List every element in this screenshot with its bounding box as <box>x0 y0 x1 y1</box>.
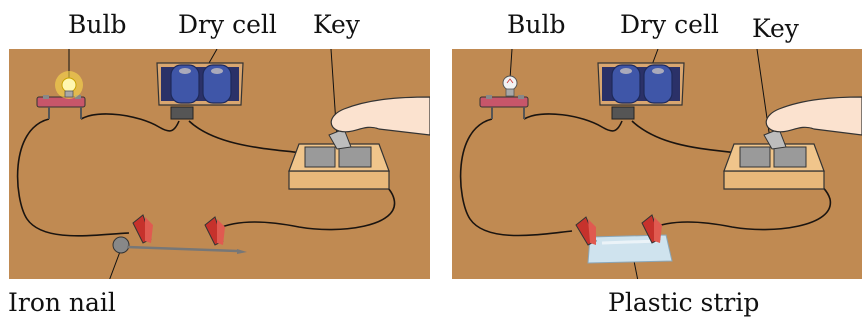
dry-cell-label-left: Dry cell <box>178 12 277 37</box>
circuit-panel-iron-nail <box>9 49 430 279</box>
plastic-strip-label: Plastic strip <box>608 290 759 315</box>
key-label-left: Key <box>313 12 360 37</box>
iron-nail-label: Iron nail <box>8 290 116 315</box>
key-label-right: Key <box>752 16 799 41</box>
circuit-panel-plastic-strip <box>452 49 862 279</box>
bulb-glowing <box>55 71 83 99</box>
bulb-label-left: Bulb <box>68 12 126 37</box>
bulb-label-right: Bulb <box>507 12 565 37</box>
dry-cell-label-right: Dry cell <box>620 12 719 37</box>
